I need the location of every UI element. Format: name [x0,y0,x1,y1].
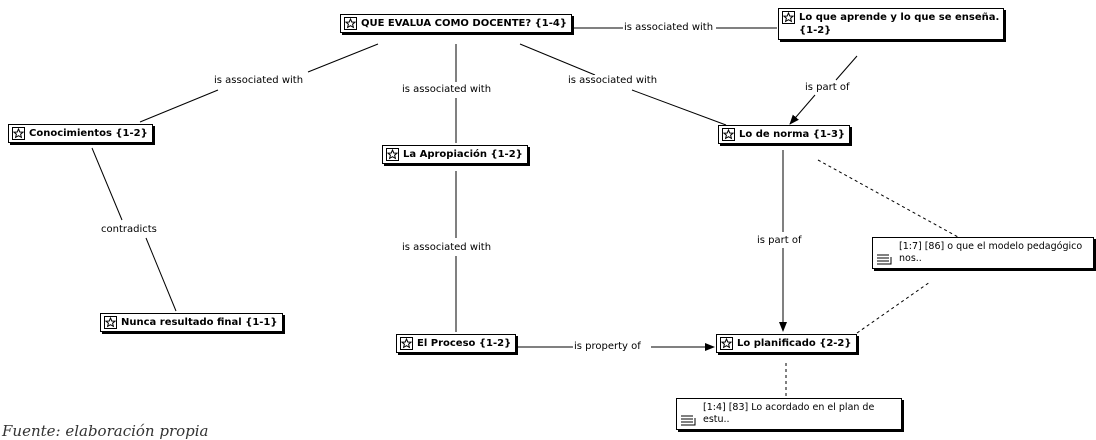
edge-label-assoc-apropiacion: is associated with [401,84,493,96]
edge-label-part-of-norma: is part of [804,82,851,94]
node-que-evalua[interactable]: QUE EVALUA COMO DOCENTE? {1-4} [340,14,572,33]
node-label: El Proceso {1-2} [417,338,512,349]
edge-part-of-norma-a [835,55,858,81]
node-label: Lo que aprende y lo que se enseña. {1-2} [799,12,1000,36]
code-node-icon [720,337,733,350]
edge-label-assoc-conoc: is associated with [213,75,305,87]
node-lo-de-norma[interactable]: Lo de norma {1-3} [718,125,851,144]
node-la-apropiacion[interactable]: La Apropiación {1-2} [382,145,528,164]
edge-assoc-norma-a [519,43,596,76]
edge-contradicts-b [145,237,177,312]
memo-link-planificado [856,281,931,334]
memo-text: [1:4] [83] Lo acordado en el plan de est… [703,402,875,425]
figure-source-caption: Fuente: elaboración propia [2,422,209,440]
edge-assoc-conoc-a [307,43,379,73]
memo-modelo-pedagogico[interactable]: [1:7] [86] o que el modelo pedagógico no… [872,237,1094,269]
code-node-icon [782,11,795,24]
edge-part-of-norma-b [789,94,816,125]
edge-assoc-conoc-b [139,89,219,123]
edge-label-assoc-top: is associated with [623,22,715,34]
edge-label-assoc-proceso: is associated with [401,242,493,254]
memo-icon [681,415,696,426]
node-el-proceso[interactable]: El Proceso {1-2} [396,334,517,353]
edge-label-property-of: is property of [573,341,642,353]
edge-label-contradicts: contradicts [100,224,158,236]
code-node-icon [400,337,413,350]
node-label: Conocimientos {1-2} [29,128,148,139]
code-node-icon [722,128,735,141]
node-label: Lo planificado {2-2} [737,338,852,349]
code-node-icon [344,17,357,30]
memo-text: [1:7] [86] o que el modelo pedagógico no… [899,241,1083,264]
code-node-icon [12,127,25,140]
code-node-icon [104,316,117,329]
node-label: QUE EVALUA COMO DOCENTE? {1-4} [361,18,567,29]
code-node-icon [386,148,399,161]
edge-contradicts-a [91,147,123,221]
node-lo-planificado[interactable]: Lo planificado {2-2} [716,334,857,353]
edge-label-assoc-norma: is associated with [567,75,659,87]
edge-label-part-of-planificado: is part of [756,235,803,247]
node-conocimientos[interactable]: Conocimientos {1-2} [8,124,153,143]
memo-icon [877,254,892,265]
node-lo-que-aprende[interactable]: Lo que aprende y lo que se enseña. {1-2} [778,8,1005,40]
node-label: La Apropiación {1-2} [403,149,523,160]
node-nunca-resultado[interactable]: Nunca resultado final {1-1} [100,313,283,332]
edge-assoc-norma-b [631,89,727,126]
memo-lo-acordado[interactable]: [1:4] [83] Lo acordado en el plan de est… [676,398,902,430]
memo-link-norma [817,159,959,238]
node-label: Nunca resultado final {1-1} [121,317,278,328]
node-label: Lo de norma {1-3} [739,129,846,140]
